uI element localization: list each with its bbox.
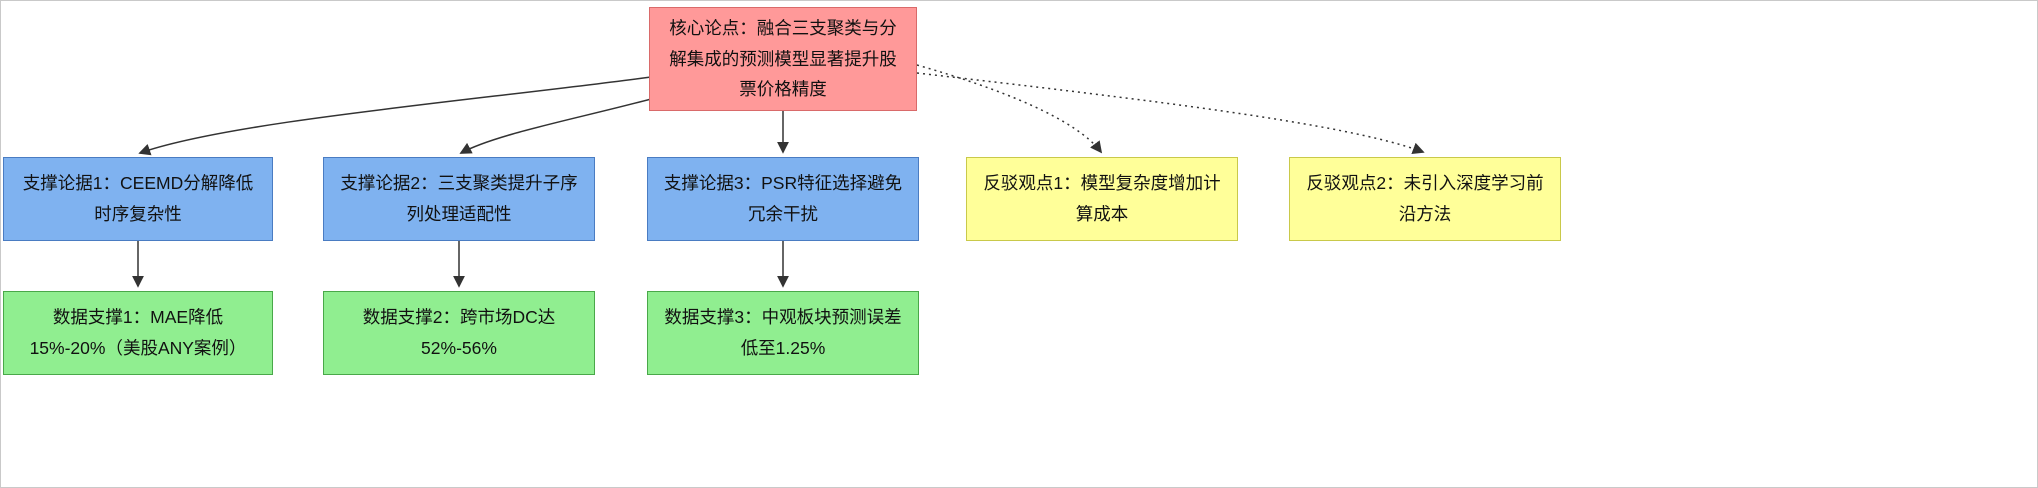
rebuttal-node-2: 反驳观点2：未引入深度学习前沿方法 — [1289, 157, 1561, 241]
support-node-1: 支撑论据1：CEEMD分解降低时序复杂性 — [3, 157, 273, 241]
connector-core-to-rebuttal2 — [916, 72, 1425, 155]
support-label-3: 支撑论据3：PSR特征选择避免冗余干扰 — [663, 173, 903, 224]
evidence-node-2: 数据支撑2：跨市场DC达52%-56% — [323, 291, 595, 375]
support-label-2: 支撑论据2：三支聚类提升子序列处理适配性 — [340, 173, 578, 224]
core-claim-label: 核心论点：融合三支聚类与分解集成的预测模型显著提升股票价格精度 — [669, 18, 897, 100]
support-node-3: 支撑论据3：PSR特征选择避免冗余干扰 — [647, 157, 919, 241]
evidence-node-1: 数据支撑1：MAE降低15%-20%（美股ANY案例） — [3, 291, 273, 375]
evidence-label-3: 数据支撑3：中观板块预测误差低至1.25% — [664, 307, 902, 358]
rebuttal-label-1: 反驳观点1：模型复杂度增加计算成本 — [983, 173, 1221, 224]
rebuttal-label-2: 反驳观点2：未引入深度学习前沿方法 — [1306, 173, 1544, 224]
evidence-node-3: 数据支撑3：中观板块预测误差低至1.25% — [647, 291, 919, 375]
core-claim-node: 核心论点：融合三支聚类与分解集成的预测模型显著提升股票价格精度 — [649, 7, 917, 111]
connector-core-to-support1 — [138, 76, 652, 156]
rebuttal-node-1: 反驳观点1：模型复杂度增加计算成本 — [966, 157, 1238, 241]
connector-core-to-rebuttal1 — [916, 64, 1103, 154]
support-node-2: 支撑论据2：三支聚类提升子序列处理适配性 — [323, 157, 595, 241]
connector-core-to-support2 — [459, 98, 652, 154]
support-label-1: 支撑论据1：CEEMD分解降低时序复杂性 — [22, 173, 254, 224]
evidence-label-1: 数据支撑1：MAE降低15%-20%（美股ANY案例） — [29, 307, 247, 358]
evidence-label-2: 数据支撑2：跨市场DC达52%-56% — [362, 307, 556, 358]
